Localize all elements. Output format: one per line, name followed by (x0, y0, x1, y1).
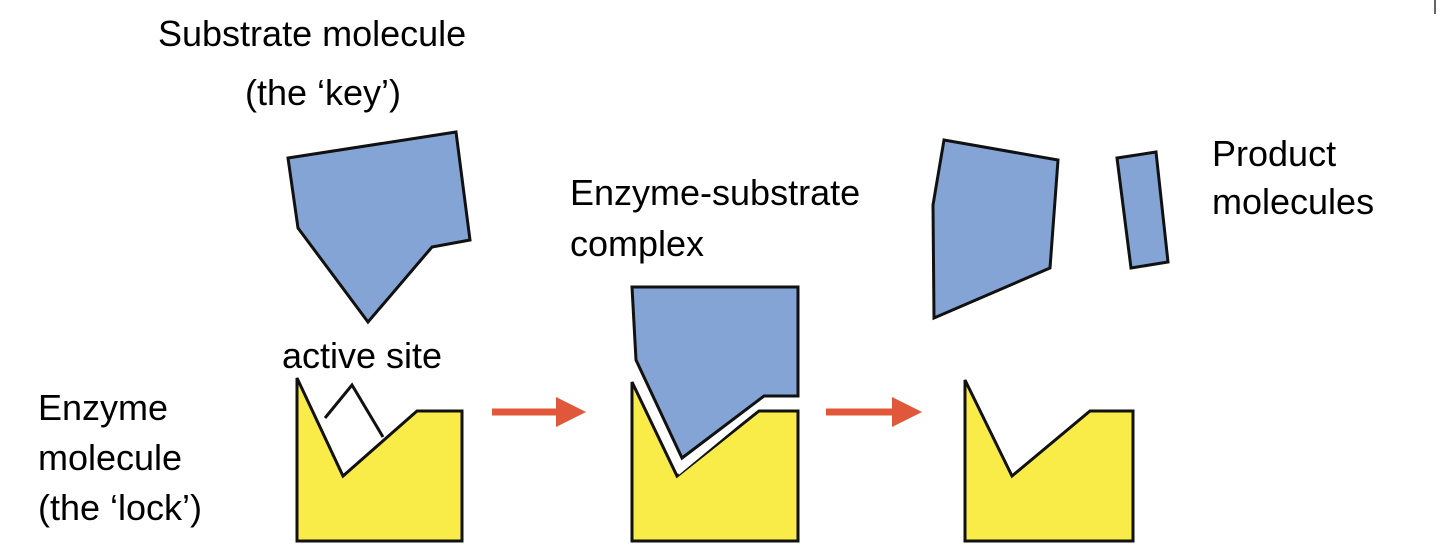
products-label-line2: molecules (1212, 181, 1374, 222)
product-molecule-large (931, 138, 1060, 321)
product-molecule-small (1115, 150, 1170, 270)
complex-gap (631, 370, 800, 475)
reaction-arrow-2 (826, 397, 922, 427)
substrate-label-line1: Substrate molecule (158, 13, 466, 54)
active-site-indicator (323, 382, 385, 438)
complex-label-line2: complex (570, 223, 704, 264)
complex-label-line1: Enzyme-substrate (570, 172, 860, 213)
enzyme-released (963, 379, 1135, 543)
reaction-arrow-1 (492, 397, 586, 427)
enzyme-label-line3: (the ‘lock’) (38, 487, 202, 528)
active-site-label: active site (282, 335, 442, 376)
enzyme-label-line1: Enzyme (38, 387, 168, 428)
substrate-molecule (286, 130, 472, 325)
complex-substrate (630, 285, 800, 461)
enzyme-label-line2: molecule (38, 437, 182, 478)
products-label-line1: Product (1212, 133, 1336, 174)
complex-enzyme (630, 381, 800, 543)
enzyme-molecule (295, 377, 464, 543)
substrate-label-line2: (the ‘key’) (245, 72, 401, 113)
